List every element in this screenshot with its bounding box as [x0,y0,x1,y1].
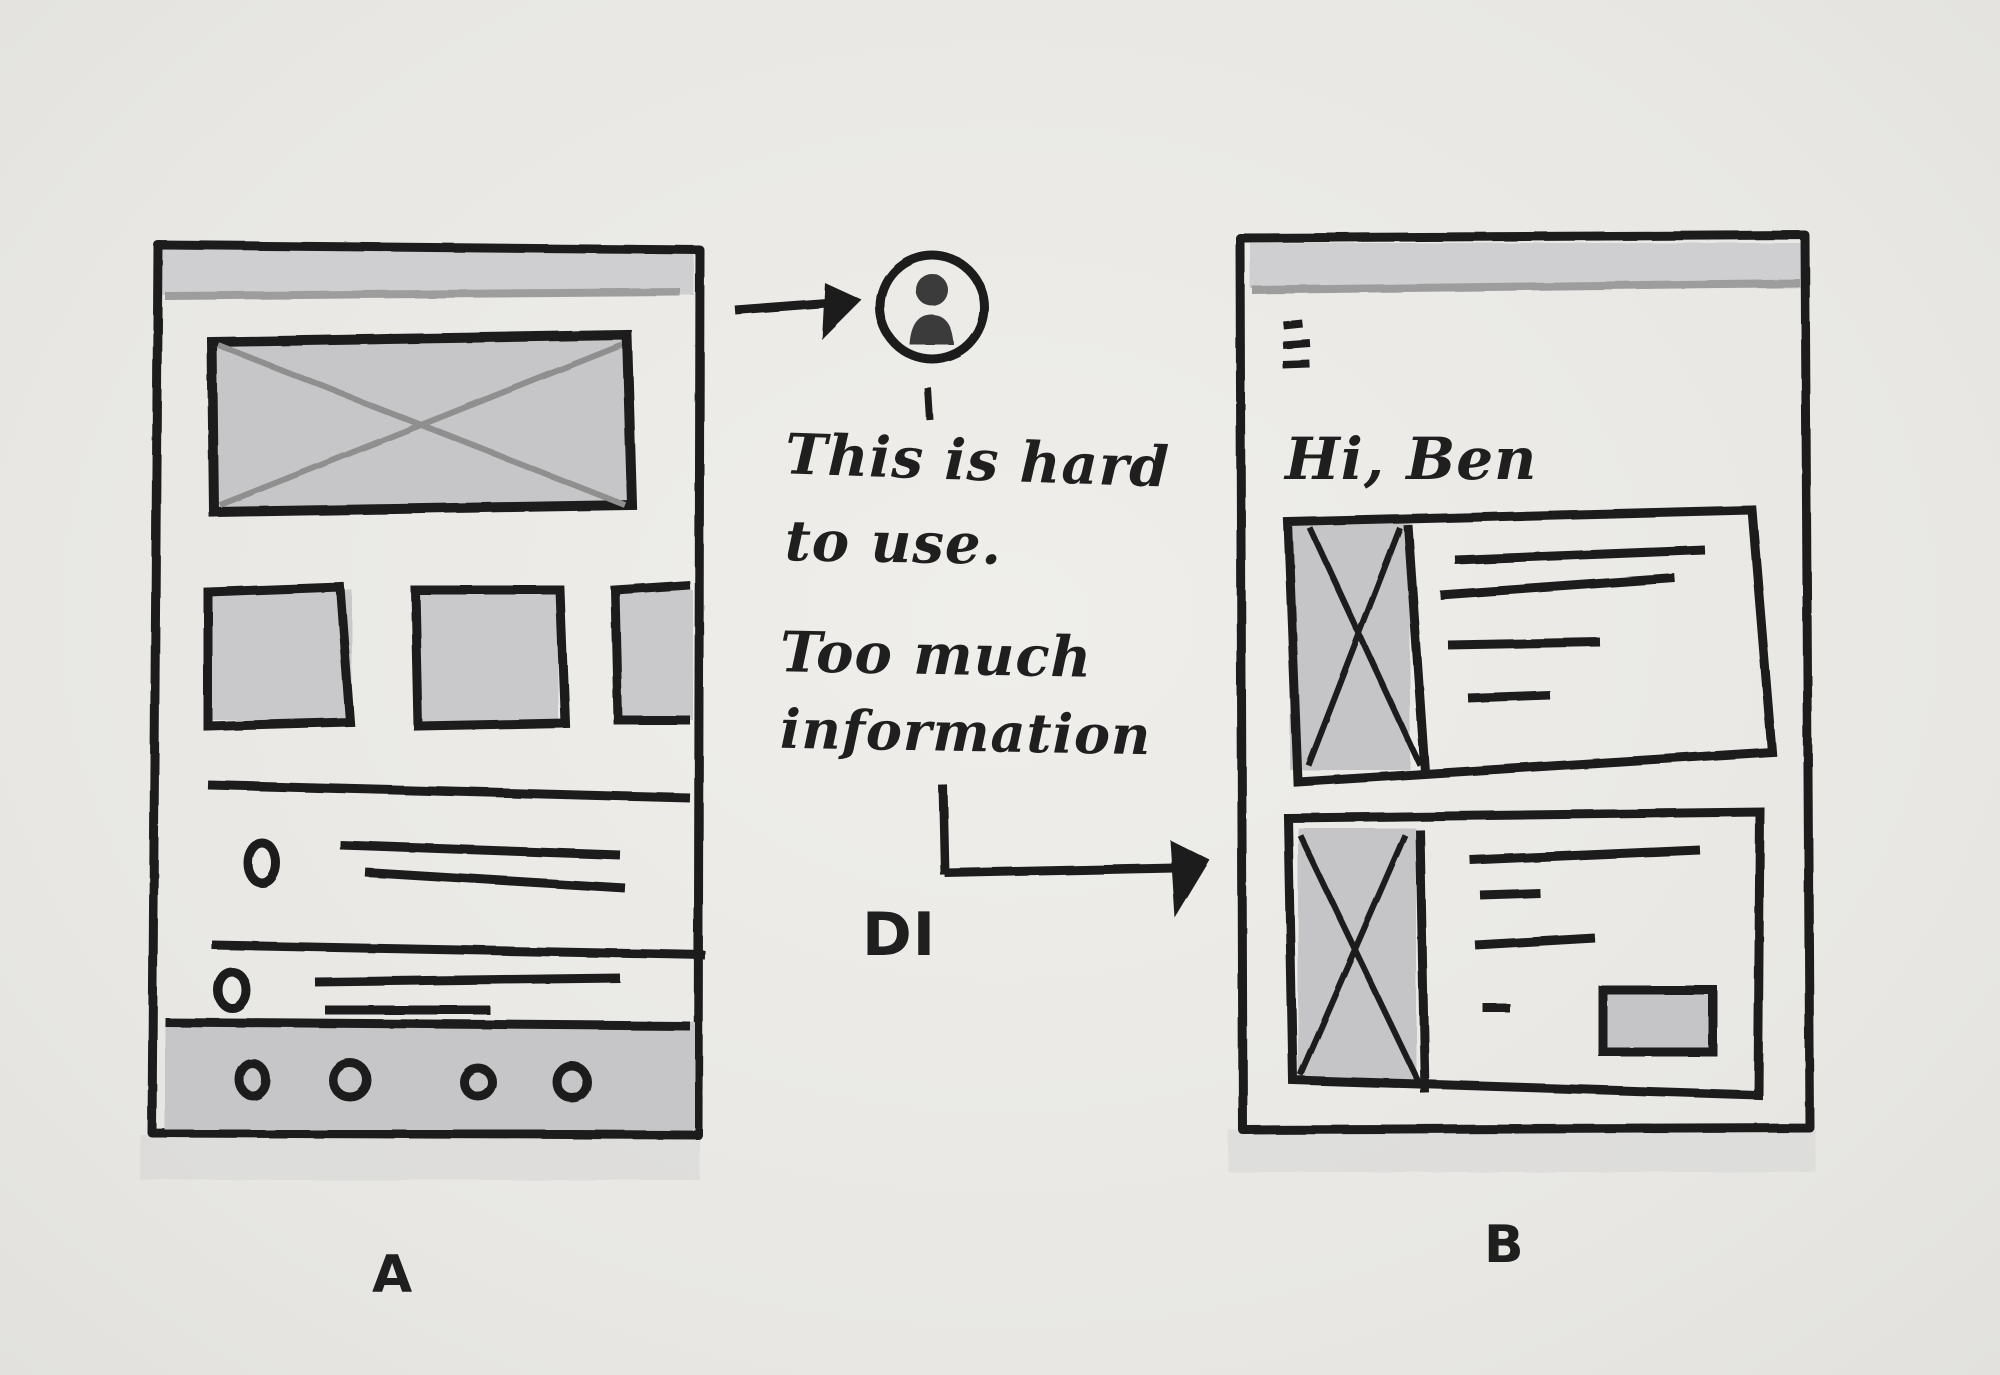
a-tab-bar [165,1022,695,1130]
a-tab-icon-3 [459,1063,497,1101]
note-line-1: This is hard [783,421,1171,501]
b-card-1 [1283,505,1777,787]
b-card-1-image [1290,523,1410,770]
a-tab-icon-2 [328,1058,372,1102]
note-line-3: Too much [779,619,1093,691]
wireframe-a [140,240,706,1180]
profile-avatar-icon [875,250,989,421]
b-device-frame [1235,230,1815,1135]
a-card-2 [418,592,558,722]
a-tab-icon-4 [552,1061,592,1103]
note-line-4: information [779,696,1152,768]
hamburger-menu-icon [1282,319,1311,369]
b-greeting: Hi, Ben [1285,425,1538,493]
note-line-2: to use. [784,508,1003,578]
b-card-2-button [1598,985,1718,1057]
annotation-arrow-top [734,283,862,340]
a-status-bar [162,250,694,295]
a-divider-1 [207,780,691,803]
label-b: B [1484,1215,1525,1275]
a-device-frame [147,240,705,1140]
a-list-avatar-2 [213,967,251,1013]
a-list-avatar-1 [243,838,281,888]
arrow-tag: DI [862,900,937,970]
b-card-2 [1283,807,1765,1100]
wireframe-b [1228,230,1816,1172]
a-tab-icon-1 [235,1059,271,1101]
a-divider-2 [211,940,706,960]
annotation-arrow-bottom [938,784,1210,918]
a-card-1 [212,590,352,720]
a-card-3-partial [618,590,693,720]
label-a: A [372,1245,414,1305]
